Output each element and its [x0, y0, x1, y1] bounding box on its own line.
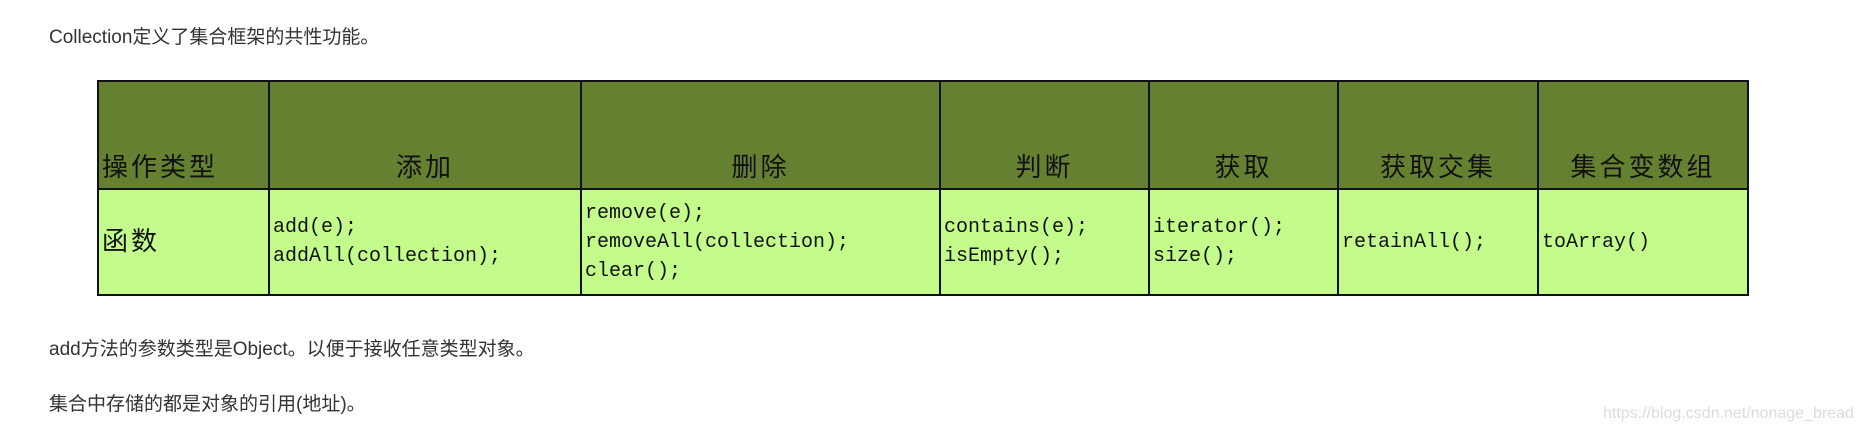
header-remove: 删除	[580, 80, 941, 190]
cell-add: add(e); addAll(collection);	[268, 188, 582, 296]
table-header-row: 操作类型 添加 删除 判断 获取 获取交集 集合变数组	[97, 80, 1749, 190]
method-addall: addAll(collection);	[273, 245, 502, 268]
method-toarray: toArray()	[1542, 230, 1651, 254]
collection-methods-table: 操作类型 添加 删除 判断 获取 获取交集 集合变数组 函数 add(e); a…	[97, 80, 1749, 296]
header-operation-type: 操作类型	[97, 80, 270, 190]
method-retainall: retainAll();	[1342, 230, 1487, 254]
cell-intersection: retainAll();	[1337, 188, 1539, 296]
intro-paragraph: Collection定义了集合框架的共性功能。	[49, 27, 380, 48]
method-contains: contains(e);	[944, 216, 1089, 239]
method-add: add(e);	[273, 216, 358, 239]
row-label: 函数	[97, 188, 270, 296]
header-to-array: 集合变数组	[1537, 80, 1749, 190]
cell-check: contains(e); isEmpty();	[939, 188, 1150, 296]
method-removeall: removeAll(collection);	[585, 230, 850, 254]
method-iterator: iterator();	[1153, 216, 1286, 239]
add-note-paragraph: add方法的参数类型是Object。以便于接收任意类型对象。	[49, 339, 535, 360]
watermark: https://blog.csdn.net/nonage_bread	[1603, 405, 1854, 422]
header-get: 获取	[1148, 80, 1339, 190]
header-check: 判断	[939, 80, 1150, 190]
cell-get: iterator(); size();	[1148, 188, 1339, 296]
table-row: 函数 add(e); addAll(collection); remove(e)…	[97, 188, 1749, 296]
header-intersection: 获取交集	[1337, 80, 1539, 190]
method-size: size();	[1153, 245, 1238, 268]
method-isempty: isEmpty();	[944, 245, 1065, 268]
cell-to-array: toArray()	[1537, 188, 1749, 296]
cell-remove: remove(e); removeAll(collection); clear(…	[580, 188, 941, 296]
method-remove: remove(e);	[585, 201, 706, 225]
storage-note-paragraph: 集合中存储的都是对象的引用(地址)。	[49, 394, 366, 415]
method-clear: clear();	[585, 259, 682, 283]
header-add: 添加	[268, 80, 582, 190]
